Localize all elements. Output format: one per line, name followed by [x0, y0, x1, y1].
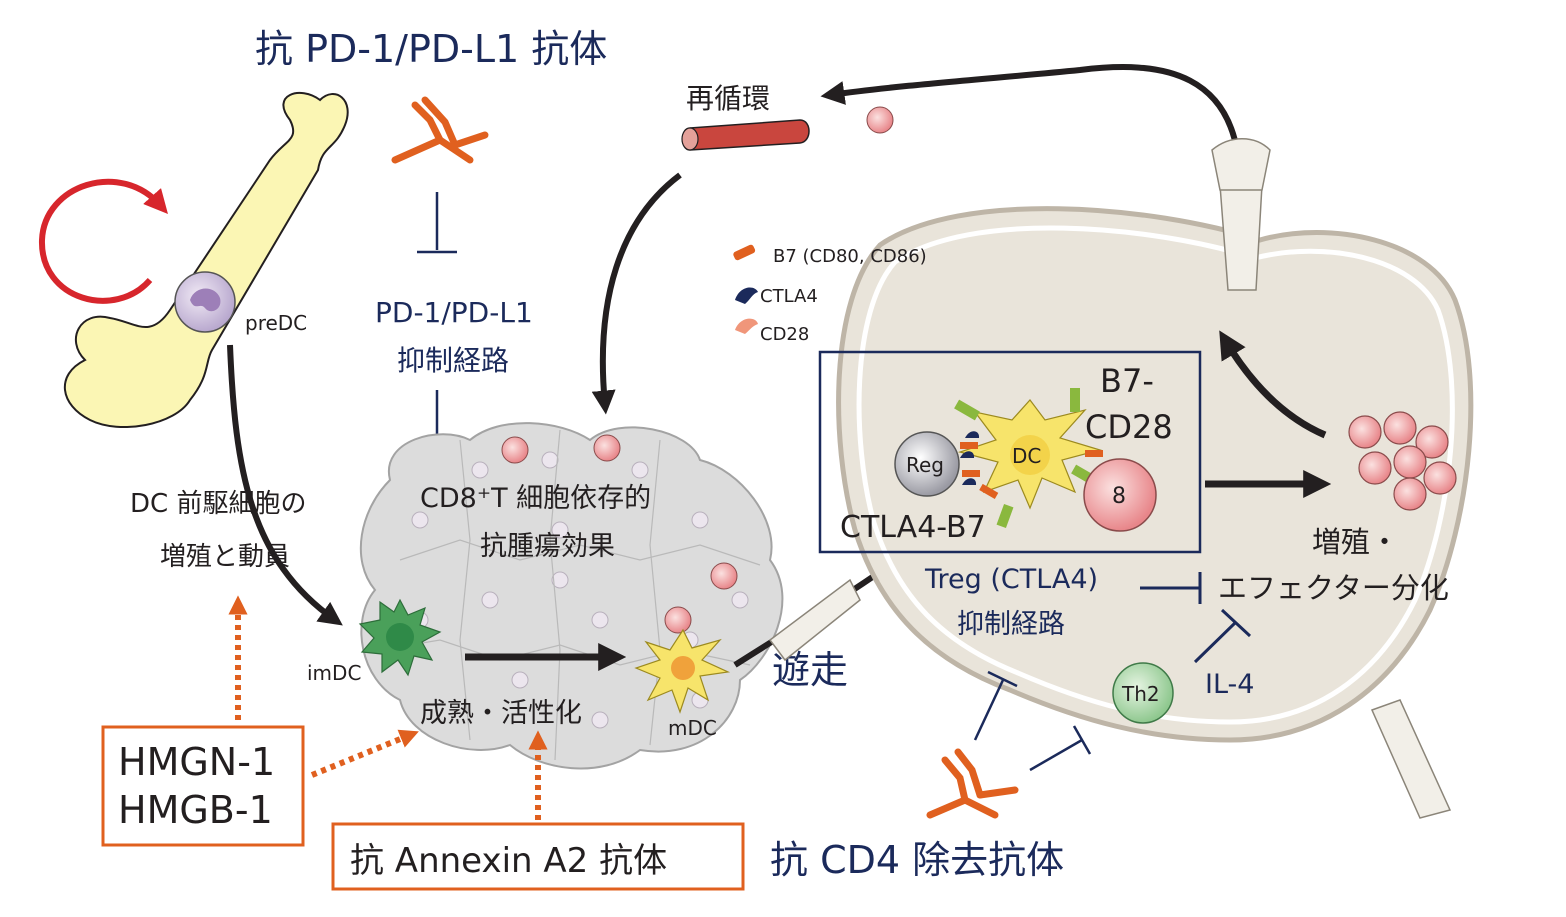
il4-inhibition-mark — [1193, 608, 1252, 664]
b7-icon — [733, 244, 756, 261]
th2-cell-icon — [1112, 662, 1174, 724]
b7-cd28-label-2: CD28 — [1085, 408, 1173, 446]
synapse-box — [818, 350, 1202, 554]
treg-pathway-label-1: Treg (CTLA4) — [924, 564, 1098, 595]
hmg-to-maturation-arrow — [310, 729, 419, 778]
costim-molecules — [954, 388, 1103, 529]
dc-label: DC — [1012, 444, 1041, 468]
il4-label: IL-4 — [1205, 669, 1254, 700]
imdc-label: imDC — [307, 661, 361, 685]
cd28-icon — [735, 318, 758, 334]
treg-inhibition-mark — [1140, 572, 1202, 604]
proliferating-t-cells-icon — [1348, 411, 1457, 511]
annexin-box — [331, 822, 745, 891]
proliferation-cycle-icon — [38, 178, 168, 304]
recirculation-arrow — [820, 64, 1243, 186]
cd8-cell-label: 8 — [1112, 484, 1126, 509]
recruitment-arrow — [227, 344, 343, 626]
proliferation-label-1: 増殖・ — [1312, 525, 1399, 559]
legend-label-b7: B7 (CD80, CD86) — [773, 246, 927, 267]
pd1-pathway-label-2: 抑制経路 — [397, 344, 509, 377]
predc-cell-icon — [174, 271, 236, 333]
recirculation-label: 再循環 — [686, 82, 770, 115]
annexin-label: 抗 Annexin A2 抗体 — [350, 841, 667, 881]
legend-label-cd28: CD28 — [760, 324, 809, 345]
cd8-effect-label-1: CD8⁺T 細胞依存的 — [420, 483, 651, 514]
antibody-icon — [391, 96, 489, 164]
predc-label: preDC — [245, 311, 307, 335]
hmg-box — [101, 725, 305, 847]
dc-cell-icon — [957, 399, 1103, 510]
anti-cd4-title: 抗 CD4 除去抗体 — [770, 838, 1064, 882]
exit-arrow — [1219, 330, 1327, 439]
tumor-t-cell-icon — [501, 434, 738, 634]
proliferation-label-2: エフェクター分化 — [1218, 571, 1449, 605]
pd1-pathway-label-1: PD-1/PD-L1 — [375, 296, 533, 329]
mdc-label: mDC — [668, 716, 717, 740]
th2-label: Th2 — [1121, 682, 1160, 706]
infiltration-arrow — [591, 172, 682, 415]
dc-precursor-label-1: DC 前駆細胞の — [130, 489, 306, 519]
cd8-effect-label-2: 抗腫瘍効果 — [480, 531, 615, 562]
legend-label-ctla4: CTLA4 — [760, 286, 818, 307]
imdc-cell-icon — [358, 598, 442, 677]
mdc-cell-icon — [634, 628, 731, 714]
hmg-label-2: HMGB-1 — [118, 788, 273, 832]
treg-cell-icon — [894, 431, 960, 497]
lymphatic-vessel-icon — [768, 138, 1452, 819]
blood-vessel-icon — [681, 119, 810, 151]
t-cell-icon — [866, 106, 894, 134]
maturation-label: 成熟・活性化 — [420, 698, 582, 729]
ctla4-icon — [735, 287, 758, 304]
cd4-inhibition-marks — [973, 670, 1092, 772]
treg-pathway-label-2: 抑制経路 — [957, 609, 1065, 640]
legend: B7 (CD80, CD86) CTLA4 CD28 — [733, 244, 927, 345]
ctla4-b7-label: CTLA4-B7 — [840, 510, 986, 545]
cd8-cell-icon — [1083, 458, 1157, 532]
b7-cd28-label-1: B7- — [1100, 362, 1154, 400]
anti-cd4-antibody-icon — [926, 748, 1019, 819]
reg-label: Reg — [906, 453, 944, 477]
bone-icon — [64, 91, 349, 428]
dc-precursor-label-2: 増殖と動員 — [160, 542, 290, 572]
anti-pd1-title: 抗 PD-1/PD-L1 抗体 — [255, 27, 607, 71]
hmg-label-1: HMGN-1 — [118, 740, 275, 784]
